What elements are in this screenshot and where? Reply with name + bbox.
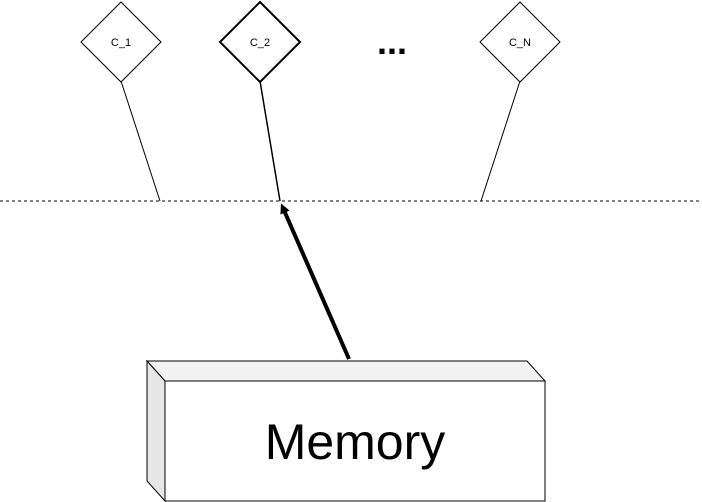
memory-block-front-face [164,380,546,502]
memory-block-top-face [145,360,547,382]
node-label-c2: C_2 [250,37,270,49]
node-label-c1: C_1 [111,37,131,49]
memory-block[interactable]: Memory [145,359,547,502]
node-cn[interactable]: C_N [479,1,561,83]
ellipsis: ... [377,21,407,62]
connector-cn [480,80,521,202]
diamond-shape [80,1,162,83]
connector-c1 [120,80,161,202]
memory-label: Memory [265,414,446,470]
node-c2[interactable]: C_2 [218,0,302,84]
node-label-cn: C_N [509,37,531,49]
memory-arrow [280,203,351,360]
memory-block-side-face [146,359,166,502]
diamond-shape [218,0,302,84]
diamond-shape [479,1,561,83]
connector-c2 [259,80,281,202]
node-c1[interactable]: C_1 [80,1,162,83]
